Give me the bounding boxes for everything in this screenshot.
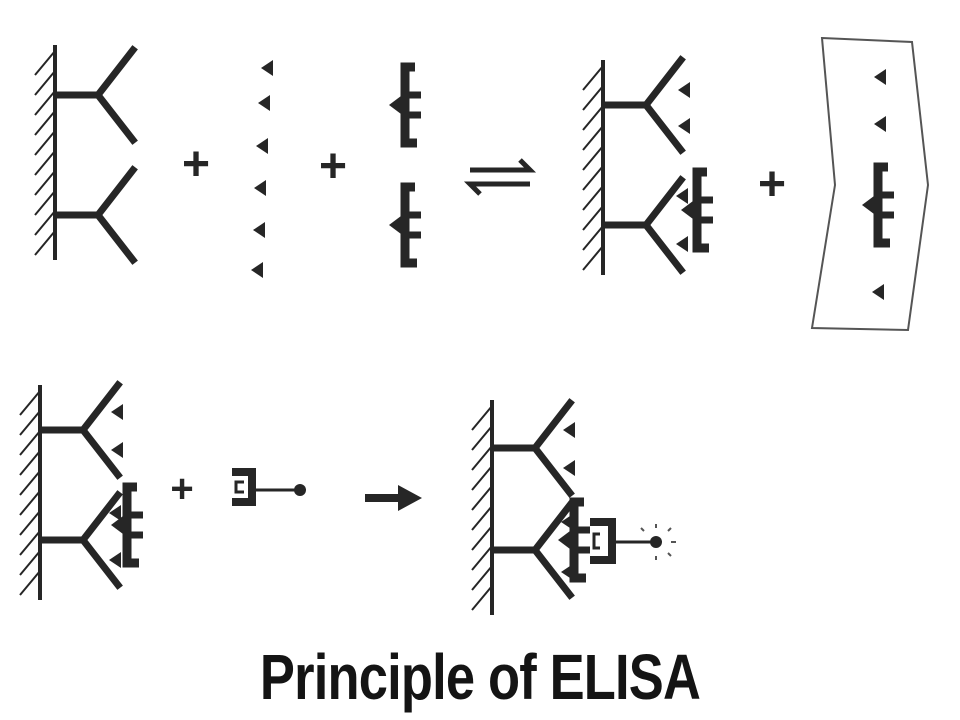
right-arrow-icon [365, 485, 422, 511]
plus-sign: + [758, 158, 786, 211]
enzyme-substrate-probe [232, 468, 306, 506]
plus-sign: + [170, 467, 193, 511]
bound-complex-before-enzyme [18, 385, 143, 602]
immobilized-antibodies [33, 43, 133, 260]
labelled-antigen-conjugates [389, 67, 421, 263]
free-antigens [251, 60, 273, 278]
page-title: Principle of ELISA [259, 641, 701, 713]
equilibrium-arrows-icon [463, 158, 537, 196]
plus-sign: + [182, 138, 210, 191]
plus-sign: + [319, 140, 347, 193]
final-signal-complex [470, 398, 676, 617]
wash-out-panel [810, 36, 930, 332]
bound-complex [581, 60, 713, 277]
